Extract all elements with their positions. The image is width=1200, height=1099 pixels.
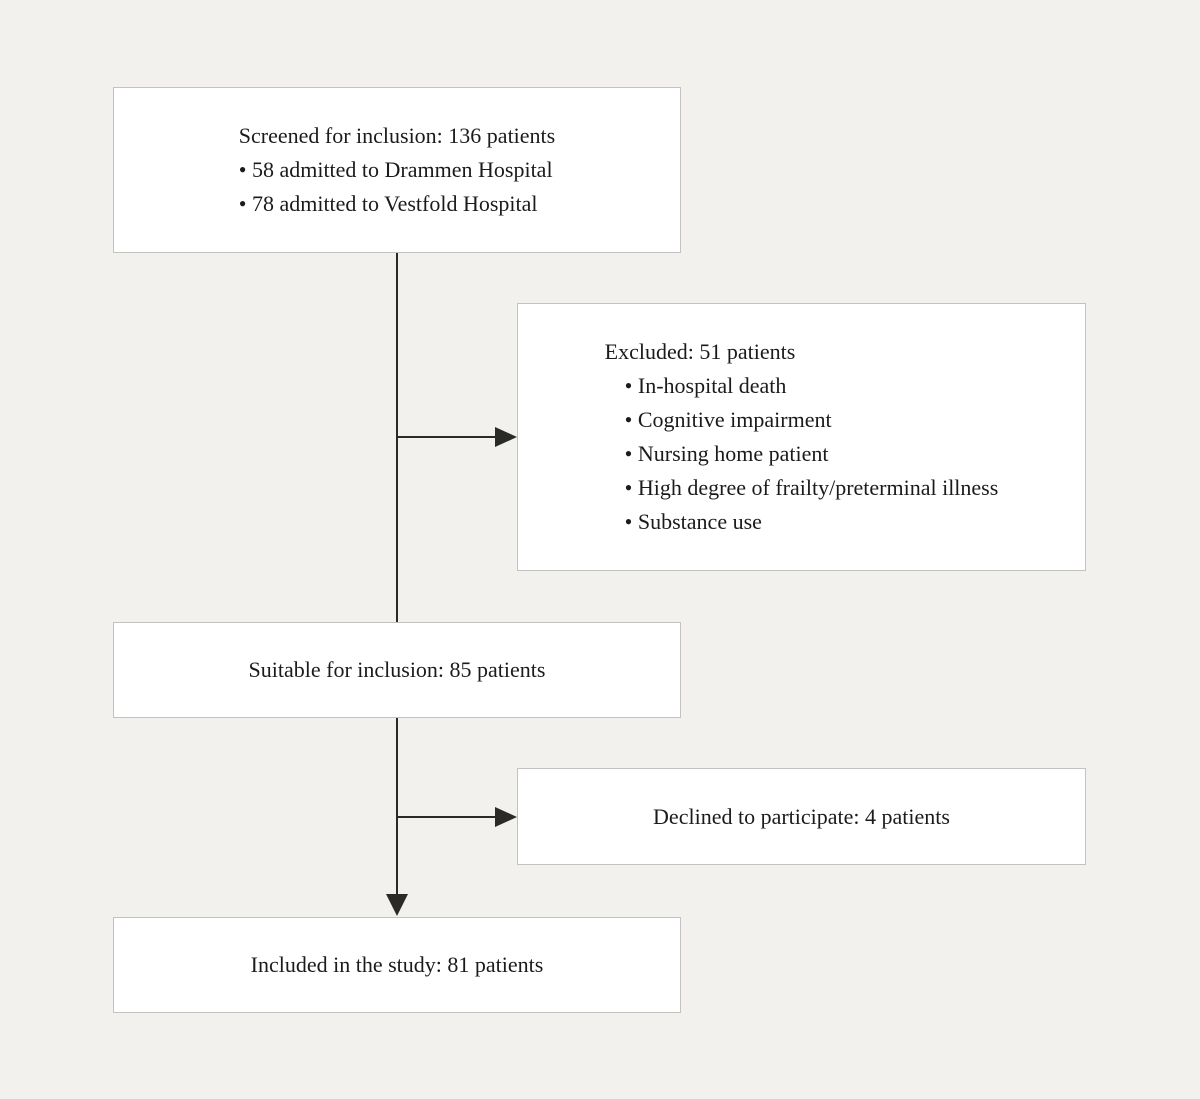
box-title: Declined to participate: 4 patients [653, 803, 950, 829]
right-arrowhead-declined-icon [495, 807, 517, 827]
box-title: Included in the study: 81 patients [250, 952, 544, 977]
box-title: Screened for inclusion: 136 patients [238, 123, 556, 148]
bullet-list: 58 admitted to Drammen Hospital 78 admit… [239, 153, 555, 221]
bullet-item: In-hospital death [625, 369, 999, 403]
right-arrowhead-excluded-icon [495, 427, 517, 447]
box-screened-for-inclusion: Screened for inclusion: 136 patients 58 … [113, 87, 681, 253]
bullet-item: 78 admitted to Vestfold Hospital [239, 187, 555, 221]
box-title: Excluded: 51 patients [604, 339, 796, 364]
box-declined-to-participate: Declined to participate: 4 patients [517, 768, 1086, 865]
bullet-item: 58 admitted to Drammen Hospital [239, 153, 555, 187]
down-arrowhead-icon [386, 894, 408, 916]
bullet-item: Cognitive impairment [625, 403, 999, 437]
horizontal-connector-line-excluded [397, 436, 497, 438]
box-title: Suitable for inclusion: 85 patients [248, 657, 546, 682]
box-excluded: Excluded: 51 patients In-hospital death … [517, 303, 1086, 571]
box-suitable-for-inclusion: Suitable for inclusion: 85 patients [113, 622, 681, 718]
vertical-connector-line [396, 253, 398, 895]
bullet-item: High degree of frailty/preterminal illne… [625, 471, 998, 505]
bullet-list: In-hospital death Cognitive impairment N… [605, 369, 999, 539]
box-included-in-study: Included in the study: 81 patients [113, 917, 681, 1013]
horizontal-connector-line-declined [397, 816, 497, 818]
bullet-item: Nursing home patient [625, 437, 999, 471]
bullet-item: Substance use [625, 505, 999, 539]
